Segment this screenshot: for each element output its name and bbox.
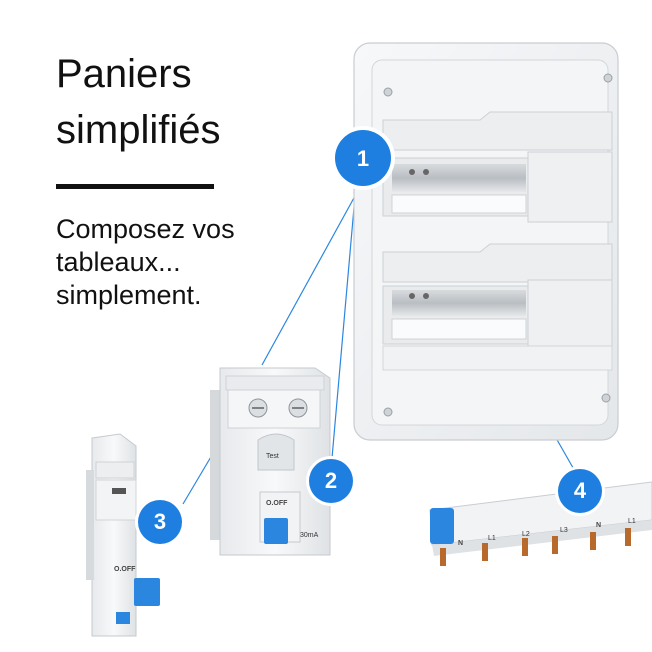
tagline: Composez vos tableaux... simplement.: [56, 213, 235, 312]
comb-busbar: N L1 L2 L3 N L1: [429, 481, 652, 566]
busbar-end-cap: [430, 508, 454, 544]
badge-1-label: 1: [357, 146, 369, 171]
rcd-off-label: O.OFF: [266, 500, 288, 507]
busbar-label-5: N: [596, 522, 601, 529]
title-divider: [56, 184, 214, 189]
rcd-test-label: Test: [266, 453, 279, 460]
busbar-label-3: L2: [522, 531, 530, 538]
residual-current-device: Test O.OFF 30mA: [210, 367, 331, 556]
electrical-enclosure: [353, 42, 619, 441]
rcd-lever: [264, 518, 288, 544]
connector-lines: [182, 195, 581, 505]
title-line-1: Paniers: [56, 52, 192, 96]
badge-4-label: 4: [574, 478, 587, 503]
badge-2: 2: [306, 456, 356, 506]
tagline-line-3: simplement.: [56, 280, 202, 310]
busbar-label-6: L1: [628, 518, 636, 525]
page-title: Paniers simplifiés: [56, 46, 220, 158]
rcd-rating-label: 30mA: [300, 532, 319, 539]
busbar-label-2: L1: [488, 535, 496, 542]
busbar-label-1: N: [458, 540, 463, 547]
breaker-off-label: O.OFF: [114, 566, 136, 573]
badge-4: 4: [555, 466, 605, 516]
badge-2-label: 2: [325, 468, 337, 493]
busbar-label-4: L3: [560, 527, 568, 534]
title-line-2: simplifiés: [56, 108, 221, 152]
badge-3-label: 3: [154, 509, 166, 534]
badge-3: 3: [135, 497, 185, 547]
circuit-breaker: O.OFF: [86, 433, 160, 637]
tagline-line-2: tableaux...: [56, 247, 181, 277]
badge-1: 1: [331, 126, 395, 190]
tagline-line-1: Composez vos: [56, 214, 235, 244]
breaker-lever: [134, 578, 160, 606]
